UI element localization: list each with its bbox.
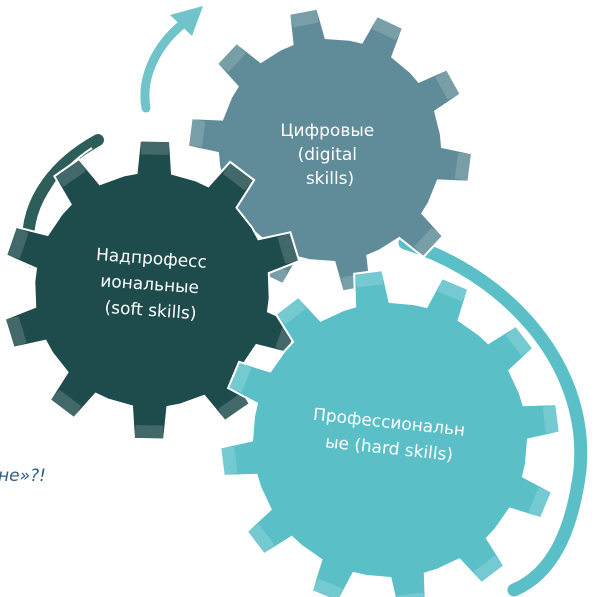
- gear-hard-skills: Профессиональн ые (hard skills): [219, 269, 561, 597]
- curved-arrow-right-icon: [398, 236, 588, 597]
- gear-hard-tooth-bevel: [528, 487, 552, 519]
- gear-soft-tooth-bevel: [222, 161, 255, 191]
- gear-digital-tooth-bevel: [454, 153, 472, 182]
- gear-hard-tooth-bevel: [437, 278, 469, 302]
- gear-hard-tooth-bevel: [354, 270, 383, 288]
- gear-hard-tooth-bevel: [397, 592, 424, 597]
- gear-hard-tooth-bevel: [542, 404, 560, 433]
- gear-digital-label-line-1: Цифровые: [280, 121, 374, 141]
- svg-text:Надпрофесс иональные: Надпрофесс иональные (soft skills): [92, 245, 213, 325]
- gear-hard-tooth-bevel: [311, 578, 343, 597]
- gear-soft-tooth-bevel: [49, 389, 82, 419]
- gear-digital-tooth-bevel: [414, 227, 443, 257]
- gear-digital-tooth-bevel: [435, 69, 461, 100]
- gear-soft-tooth-bevel: [218, 393, 250, 421]
- gear-soft-skills: Надпрофесс иональные (soft skills): [3, 139, 301, 441]
- gear-soft-tooth-bevel: [277, 232, 300, 264]
- gear-soft-tooth-bevel: [139, 140, 170, 155]
- curved-arrow-top-icon: [140, 6, 203, 113]
- gear-hard-tooth-bevel: [275, 296, 306, 325]
- gear-soft-tooth-bevel: [134, 425, 165, 440]
- gear-hard-tooth-bevel: [228, 361, 252, 393]
- gear-soft-tooth-bevel: [4, 316, 27, 348]
- gear-hard-tooth-bevel: [474, 555, 505, 584]
- gear-digital-tooth-bevel: [289, 8, 319, 28]
- gear-soft-tooth-bevel: [6, 226, 29, 259]
- gear-digital-label-line-2: (digital: [298, 145, 357, 165]
- gear-digital-tooth-bevel: [188, 118, 206, 147]
- gear-hard-tooth-bevel: [505, 325, 534, 356]
- gear-digital-label-line-3: skills): [306, 169, 354, 189]
- gear-digital-tooth-bevel: [217, 43, 246, 73]
- gear-soft-tooth-bevel: [54, 159, 86, 187]
- partial-question-text: не»?!: [0, 466, 46, 486]
- svg-text:Цифровые (digital: Цифровые (digital skills): [280, 121, 379, 189]
- gear-hard-tooth-bevel: [246, 524, 275, 555]
- gear-digital-tooth-bevel: [372, 16, 403, 41]
- gear-hard-tooth-bevel: [220, 447, 238, 476]
